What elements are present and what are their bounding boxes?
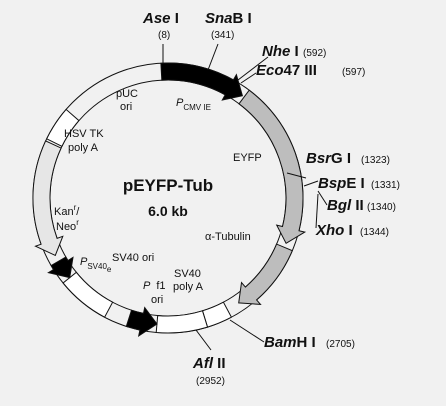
sv40-ori-block	[62, 271, 114, 318]
snab-leader	[207, 43, 219, 71]
site-afl-pos: (2952)	[196, 376, 225, 387]
bspe-leader	[303, 180, 319, 187]
bgl-leader	[317, 190, 328, 206]
site-nhe: Nhe I	[262, 43, 299, 60]
bsrg-leader	[286, 172, 307, 179]
plasmid-size: 6.0 kb	[148, 203, 188, 219]
site-bsrg-pos: (1323)	[361, 155, 390, 166]
site-xho-pos: (1344)	[360, 227, 389, 238]
site-bgl: Bgl II	[327, 197, 364, 214]
site-bspe-pos: (1331)	[371, 180, 400, 191]
hsv-tk-polya-block	[46, 108, 80, 147]
site-xho: Xho I	[315, 222, 353, 239]
hsvtk-label-2: poly A	[68, 142, 99, 154]
tubulin-label: α-Tubulin	[205, 231, 251, 243]
site-nhe-pos: (592)	[303, 48, 326, 59]
plasmid-name: pEYFP-Tub	[123, 176, 213, 195]
puc-label-2: ori	[120, 101, 132, 113]
site-bamh: BamH I	[264, 334, 316, 351]
site-ase-pos: (8)	[158, 30, 170, 41]
sv40-polya-label-2: poly A	[173, 281, 204, 293]
hsvtk-label-1: HSV TK	[64, 128, 104, 140]
afl-leader	[195, 329, 212, 351]
site-snab-pos: (341)	[211, 30, 234, 41]
f1-label-2: ori	[151, 294, 163, 306]
puc-label-1: pUC	[116, 88, 138, 100]
eyfp-label: EYFP	[233, 152, 262, 164]
eyfp-arrow	[238, 89, 307, 245]
psv40-label: PSV40e	[80, 256, 112, 274]
site-bspe: BspE I	[318, 175, 365, 192]
feature-segments	[32, 62, 307, 337]
tubulin-arrow	[238, 243, 293, 305]
pcmv-label: PCMV IE	[176, 97, 211, 112]
xho-leader	[315, 193, 319, 229]
neo-label: Neor	[56, 218, 79, 233]
sv40ori-label: SV40 ori	[112, 252, 154, 264]
bamh-leader	[229, 319, 265, 343]
psv40-promoter-arrow	[47, 256, 74, 279]
site-eco-pos: (597)	[342, 67, 365, 78]
kan-label: Kanr/	[54, 203, 80, 218]
f1-promoter-arrow	[125, 306, 158, 337]
site-ase: Ase I	[142, 10, 179, 27]
leader-lines	[162, 43, 328, 351]
site-eco: Eco47 III	[256, 62, 317, 79]
site-afl: Afl II	[192, 355, 226, 372]
pcmv-promoter-arrow	[160, 62, 244, 101]
site-snab: SnaB I	[205, 10, 252, 27]
kan-neo-arrow	[32, 140, 64, 257]
f1-ori-block	[155, 310, 209, 334]
site-bgl-pos: (1340)	[367, 202, 396, 213]
eco-leader	[240, 72, 257, 84]
site-bsrg: BsrG I	[306, 150, 351, 167]
site-bamh-pos: (2705)	[326, 339, 355, 350]
sv40-polya-label-1: SV40	[174, 268, 201, 280]
nhe-leader	[237, 56, 269, 81]
